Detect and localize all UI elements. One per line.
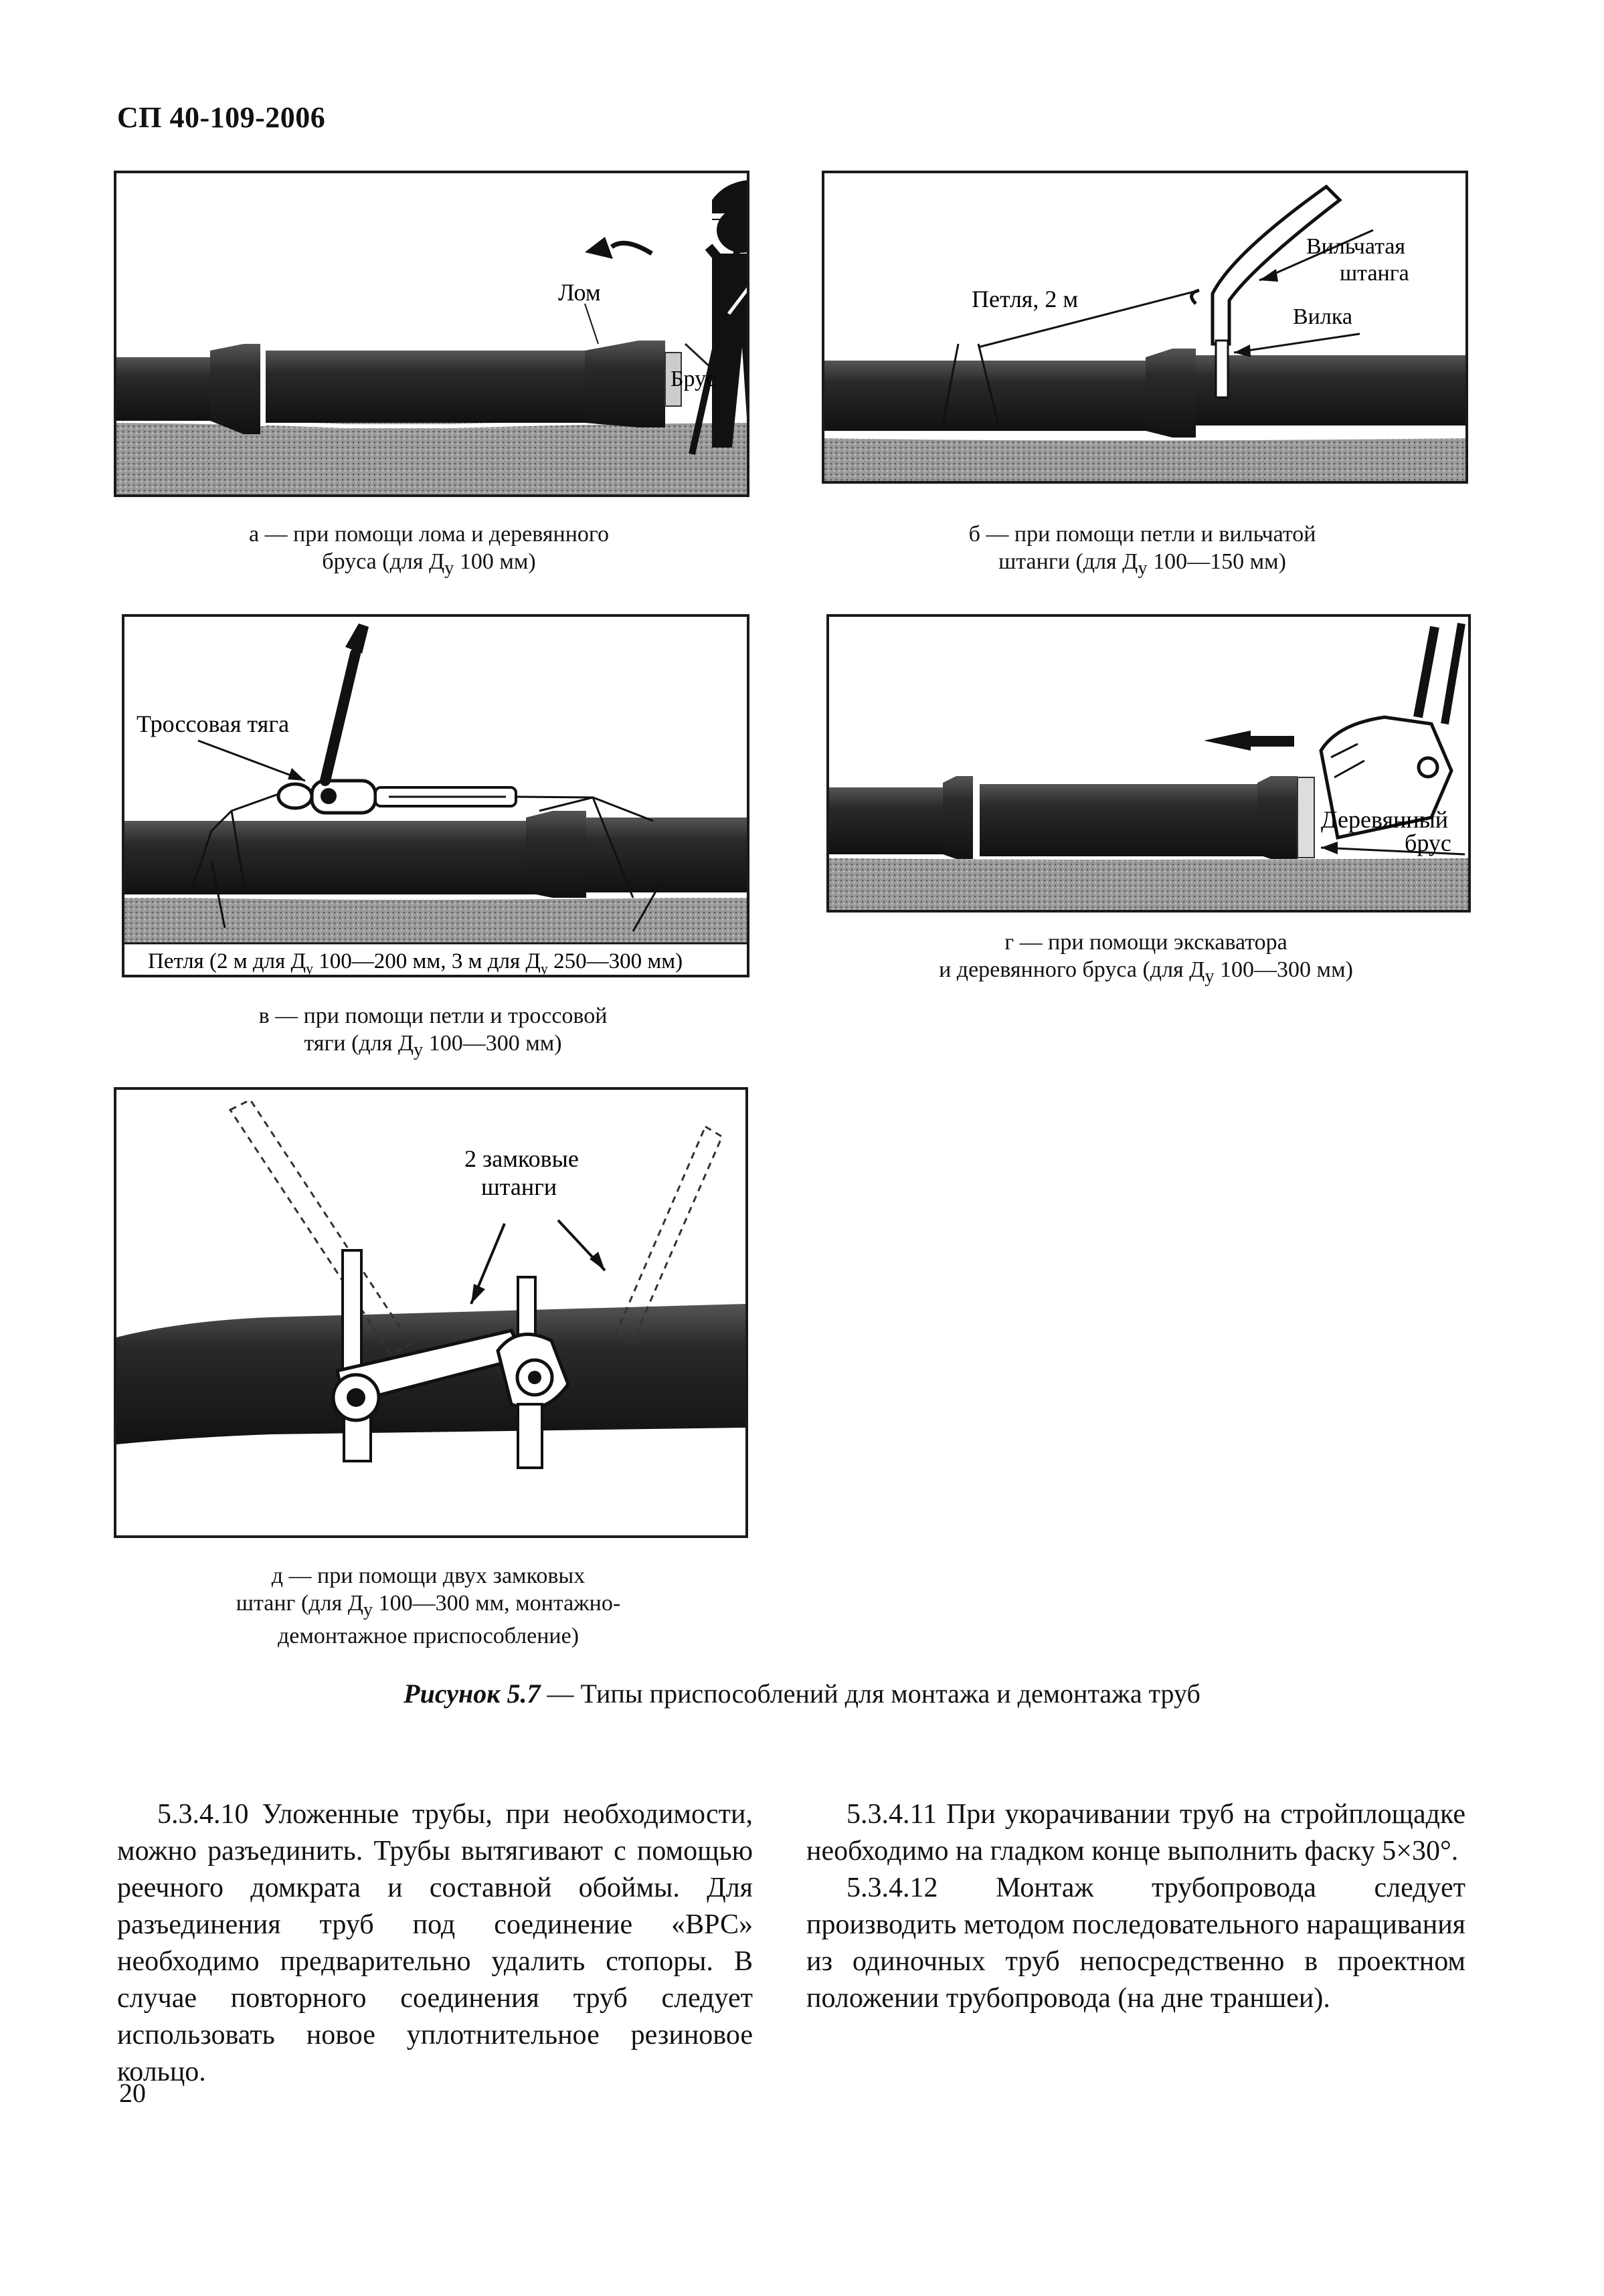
- figure-d-illustration: 2 замковые штанги: [116, 1098, 745, 1469]
- body-column-left: 5.3.4.10 Уложенные трубы, при необходимо…: [117, 1796, 753, 2091]
- label-2-zamkovye: 2 замковые: [464, 1145, 579, 1172]
- caption-figure-a: а — при помощи лома и деревянного бруса …: [114, 520, 744, 581]
- label-vilchataya: Вильчатая: [1306, 234, 1405, 259]
- paragraph-5-3-4-10: 5.3.4.10 Уложенные трубы, при необходимо…: [117, 1799, 753, 2088]
- caption-d-line3: демонтажное приспособление): [277, 1623, 580, 1648]
- caption-g-line1: г — при помощи экскаватора: [1004, 930, 1287, 955]
- caption-figure-b: б — при помощи петли и вильчатой штанги …: [822, 520, 1463, 581]
- figure-a-crowbar: Лом Брус: [114, 171, 749, 497]
- label-derevyanny: Деревянный: [1321, 806, 1448, 833]
- page-number: 20: [119, 2078, 146, 2108]
- figure-b-illustration: Петля, 2 м Вильчатая штанга Вилка: [824, 184, 1465, 481]
- figure-g-illustration: Деревянный брус: [829, 623, 1468, 910]
- label-trossovaya-tyaga: Тросcовая тяга: [137, 710, 289, 737]
- figure-b-fork-rod: Петля, 2 м Вильчатая штанга Вилка: [822, 171, 1468, 484]
- caption-d-line1: д — при помощи двух замковых: [271, 1563, 586, 1588]
- caption-v-line2: тяги (для Ду 100—300 мм): [304, 1031, 562, 1061]
- figure-v-illustration: Тросcовая тяга Петля (2 м для Ду 100—200…: [124, 624, 747, 975]
- figure-label: Рисунок 5.7: [404, 1679, 541, 1709]
- figure-title: Рисунок 5.7 — Типы приспособлений для мо…: [0, 1678, 1604, 1709]
- figure-d-lock-rods: 2 замковые штанги: [114, 1087, 748, 1538]
- label-lom: Лом: [558, 279, 601, 306]
- caption-figure-g: г — при помощи экскаватора и деревянного…: [826, 929, 1465, 989]
- paragraph-5-3-4-12: 5.3.4.12 Монтаж трубопровода следует про…: [806, 1873, 1465, 2014]
- label-petlya-2m: Петля, 2 м: [972, 286, 1078, 312]
- label-petlya-range: Петля (2 м для Ду 100—200 мм, 3 м для Ду…: [148, 949, 683, 975]
- label-brus-g: брус: [1405, 830, 1451, 856]
- label-brus: Брус: [671, 367, 716, 391]
- caption-figure-d: д — при помощи двух замковых штанг (для …: [114, 1562, 743, 1650]
- label-shtanga: штанга: [1340, 261, 1409, 286]
- figure-v-cable-puller: Тросcовая тяга Петля (2 м для Ду 100—200…: [122, 614, 749, 977]
- figure-title-text: — Типы приспособлений для монтажа и демо…: [540, 1679, 1200, 1709]
- caption-d-line2: штанг (для Ду 100—300 мм, монтажно-: [236, 1591, 621, 1621]
- caption-figure-v: в — при помощи петли и тросcовой тяги (д…: [122, 1002, 744, 1062]
- label-shtangi: штанги: [481, 1173, 557, 1200]
- body-column-right: 5.3.4.11 При укорачивании труб на стройп…: [806, 1796, 1465, 2017]
- paragraph-5-3-4-11: 5.3.4.11 При укорачивании труб на стройп…: [806, 1799, 1465, 1867]
- document-code-header: СП 40-109-2006: [117, 101, 326, 134]
- caption-a-line2: бруса (для Ду 100 мм): [322, 549, 536, 579]
- figure-g-excavator: Деревянный брус: [826, 614, 1471, 913]
- label-vilka: Вилка: [1293, 304, 1352, 329]
- figure-a-illustration: Лом Брус: [116, 180, 747, 494]
- caption-v-line1: в — при помощи петли и тросcовой: [258, 1003, 608, 1028]
- caption-b-line1: б — при помощи петли и вильчатой: [968, 522, 1316, 547]
- caption-a-line1: а — при помощи лома и деревянного: [248, 522, 610, 547]
- caption-b-line2: штанги (для Ду 100—150 мм): [998, 549, 1286, 579]
- caption-g-line2: и деревянного бруса (для Ду 100—300 мм): [939, 957, 1353, 987]
